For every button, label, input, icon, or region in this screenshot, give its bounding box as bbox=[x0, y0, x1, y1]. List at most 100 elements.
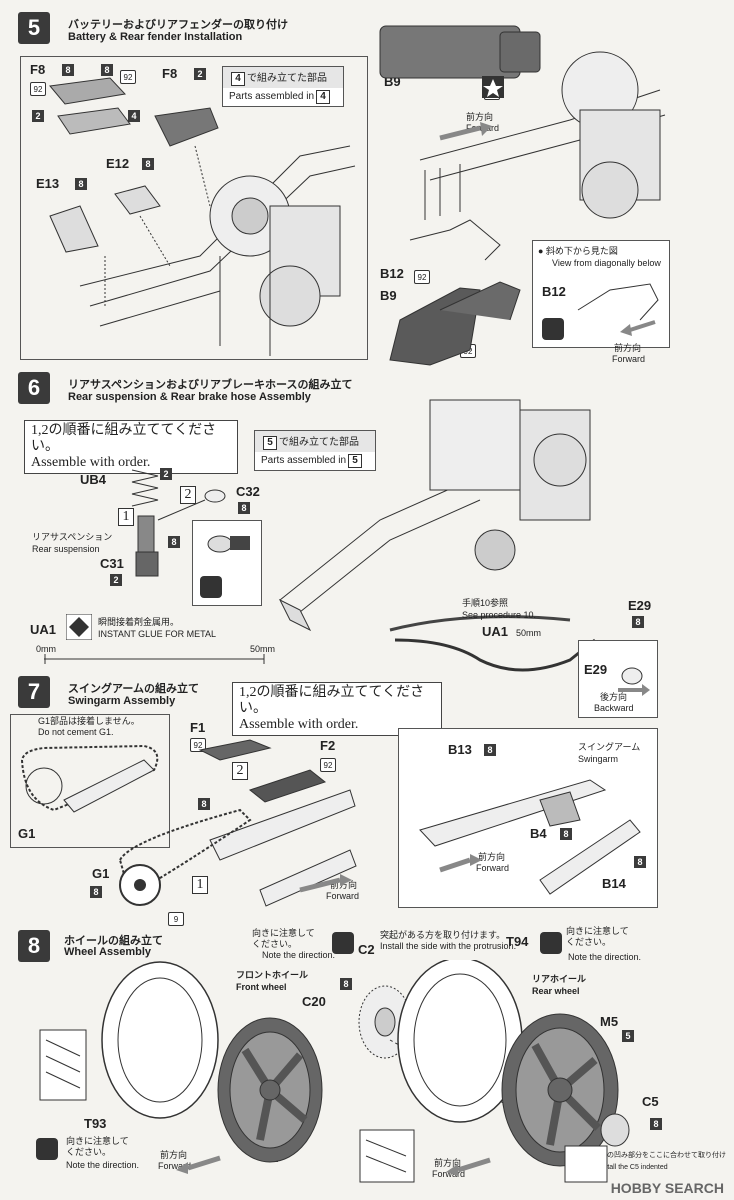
step-6-frame-drawing bbox=[278, 399, 591, 632]
badge-2: 2 bbox=[110, 574, 122, 586]
g1-detail-drawing bbox=[20, 744, 159, 813]
badge-2: 2 bbox=[194, 68, 206, 80]
cement-icon bbox=[542, 318, 564, 340]
label-b12-diag: B12 bbox=[542, 284, 566, 299]
e29-detail-frame bbox=[578, 640, 658, 718]
label-b12: B12 bbox=[380, 266, 404, 281]
rear-direction-en: Note the direction. bbox=[568, 952, 642, 962]
label-ua1: UA1 bbox=[30, 622, 57, 637]
protrusion-jp: 突起がある方を取り付けます。 bbox=[380, 930, 506, 940]
label-m5: M5 bbox=[600, 1014, 619, 1029]
badge-92: 92 bbox=[320, 758, 336, 772]
forward-en: Forward bbox=[476, 863, 510, 873]
label-b9-bottom: B9 bbox=[380, 288, 397, 303]
diagonal-view-en: View from diagonally below bbox=[552, 258, 661, 268]
label-c32: C32 bbox=[236, 484, 260, 499]
front-forward-jp: 前方向 bbox=[160, 1150, 188, 1160]
scale-0mm: 0mm bbox=[36, 644, 56, 654]
badge-5: 5 bbox=[622, 1030, 634, 1042]
forward-jp: 前方向 bbox=[330, 880, 358, 890]
badge-8: 8 bbox=[142, 158, 154, 170]
see-procedure-jp: 手順10参照 bbox=[462, 598, 509, 608]
label-e29: E29 bbox=[628, 598, 652, 613]
forward-en: Forward bbox=[326, 891, 360, 901]
label-e13: E13 bbox=[36, 176, 60, 191]
step-8-wheels-drawing bbox=[39, 960, 630, 1183]
swingarm-detail-drawing bbox=[419, 779, 641, 895]
scale-bar bbox=[44, 654, 265, 664]
badge-8: 8 bbox=[101, 64, 113, 76]
badge-2: 2 bbox=[160, 468, 172, 480]
step-5-right-drawing bbox=[379, 25, 666, 366]
label-ua1-hose: UA1 bbox=[482, 624, 509, 639]
badge-92: 92 bbox=[30, 82, 46, 96]
see-procedure-en: See procedure 10. bbox=[462, 610, 537, 620]
badge-8: 8 bbox=[62, 64, 74, 76]
badge-8: 8 bbox=[198, 798, 210, 810]
label-t93: T93 bbox=[84, 1116, 107, 1131]
badge-92: 92 bbox=[120, 70, 136, 84]
label-b14: B14 bbox=[602, 876, 626, 891]
step-6-suspension-drawing bbox=[131, 469, 226, 577]
rear-forward-en: Forward bbox=[432, 1169, 466, 1179]
front-wheel-jp: フロントホイール bbox=[236, 970, 309, 980]
glue-icon bbox=[66, 614, 92, 640]
badge-92: 92 bbox=[414, 270, 430, 284]
step-7-order-note: 1,2の順番に組み立ててください。 Assemble with order. bbox=[232, 682, 442, 736]
swingarm-detail-frame bbox=[398, 728, 658, 908]
label-g1-detail: G1 bbox=[18, 826, 36, 841]
label-b13: B13 bbox=[448, 742, 472, 757]
hobby-search-watermark: HOBBY SEARCH bbox=[610, 1180, 724, 1196]
step-6-title-en: Rear suspension & Rear brake hose Assemb… bbox=[68, 391, 311, 403]
order-step-2: 2 bbox=[180, 486, 196, 504]
step-7-swingarm-drawing bbox=[118, 739, 357, 907]
step-7-title-en: Swingarm Assembly bbox=[68, 695, 176, 707]
badge-2: 2 bbox=[32, 110, 44, 122]
label-b4: B4 bbox=[530, 826, 547, 841]
g1-note-jp: G1部品は接着しません。 bbox=[38, 716, 140, 726]
order-step-1: 1 bbox=[118, 508, 134, 526]
g1-note-en: Do not cement G1. bbox=[38, 727, 114, 737]
swingarm-jp: スイングアーム bbox=[578, 742, 641, 752]
step-5-left-drawing bbox=[49, 77, 356, 356]
step-8-number: 8 bbox=[18, 930, 50, 962]
direction-note-icon bbox=[36, 1138, 58, 1160]
protrusion-en: Install the side with the protrusion. bbox=[380, 941, 517, 951]
label-c20: C20 bbox=[302, 994, 326, 1009]
step-5-number: 5 bbox=[18, 12, 50, 44]
instant-glue-en: INSTANT GLUE FOR METAL bbox=[98, 629, 217, 639]
c5-note-en: Install the C5 indented bbox=[598, 1164, 668, 1171]
diagonal-view-jp: ● 斜め下から見た図 bbox=[538, 246, 618, 256]
g1-detail-frame bbox=[10, 714, 170, 848]
badge-8: 8 bbox=[632, 616, 644, 628]
rear-direction-jp: 向きに注意して ください。 bbox=[566, 926, 629, 947]
badge-8: 8 bbox=[75, 178, 87, 190]
step-6-title-jp: リアサスペンションおよびリアブレーキホースの組み立て bbox=[68, 379, 353, 391]
c5-note-jp: C5の凹み部分をここに合わせて取り付け bbox=[598, 1152, 726, 1159]
front-wheel-en: Front wheel bbox=[236, 982, 287, 992]
order-step-1: 1 bbox=[192, 876, 208, 894]
direction-note-icon bbox=[540, 932, 562, 954]
step-7-number: 7 bbox=[18, 676, 50, 708]
forward-label-en: Forward bbox=[612, 354, 646, 364]
step-8-title-en: Wheel Assembly bbox=[64, 946, 152, 958]
forward-jp: 前方向 bbox=[478, 852, 506, 862]
badge-8: 8 bbox=[484, 744, 496, 756]
front-direction-en: Note the direction. bbox=[262, 950, 336, 960]
label-f8-right: F8 bbox=[162, 66, 178, 81]
label-c5: C5 bbox=[642, 1094, 659, 1109]
badge-8: 8 bbox=[560, 828, 572, 840]
label-c2: C2 bbox=[358, 942, 375, 957]
front-forward-en: Forward bbox=[158, 1161, 192, 1171]
front-direction-jp: 向きに注意して ください。 bbox=[252, 928, 315, 949]
step-5-frame bbox=[20, 56, 368, 360]
b12-diag-drawing bbox=[577, 283, 659, 336]
ua1-length: 50mm bbox=[516, 628, 542, 638]
step-5-title-jp: バッテリーおよびリアフェンダーの取り付け bbox=[68, 19, 288, 31]
e29-detail-drawing bbox=[618, 667, 650, 696]
rear-suspension-en: Rear suspension bbox=[32, 544, 100, 554]
forward-label-jp: 前方向 bbox=[614, 343, 642, 353]
scale-50mm: 50mm bbox=[250, 644, 276, 654]
